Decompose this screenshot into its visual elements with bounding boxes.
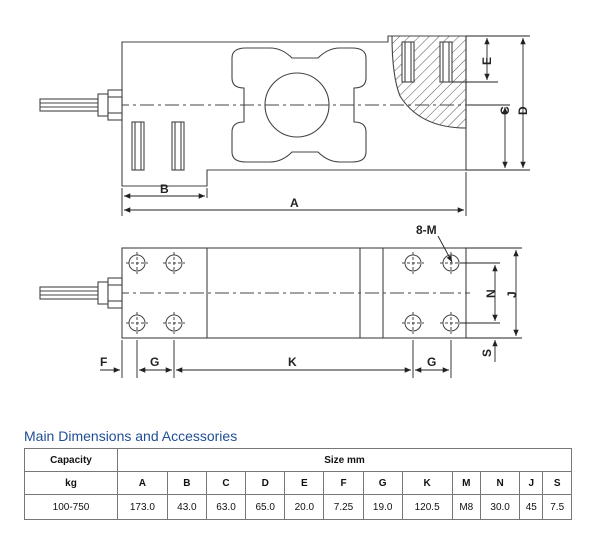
side-view — [39, 35, 470, 187]
cell-c: 63.0 — [205, 494, 247, 520]
column-header-b: B — [166, 471, 207, 495]
hole-centerline — [163, 312, 185, 334]
cell-e: 20.0 — [284, 494, 325, 520]
column-header-e: E — [284, 471, 325, 495]
dim-label-k: K — [288, 355, 297, 369]
hole-centerline — [126, 312, 148, 334]
hole-centerline — [126, 252, 148, 274]
dim-label-b: B — [160, 182, 169, 196]
column-header-f: F — [323, 471, 364, 495]
dim-label-c: C — [498, 106, 512, 115]
cell-n: 30.0 — [480, 494, 521, 520]
dim-label-d: D — [516, 106, 530, 115]
dim-label-a: A — [290, 196, 299, 210]
dim-label-g-left: G — [150, 355, 159, 369]
cell-m: M8 — [451, 494, 482, 520]
dim-label-m: 8-M — [416, 223, 437, 237]
column-header-c: C — [205, 471, 247, 495]
hole-centerline — [402, 252, 424, 274]
dim-label-j: J — [505, 291, 519, 298]
top-dimensions — [100, 235, 522, 378]
column-header-j: J — [519, 471, 544, 495]
cell-g: 19.0 — [362, 494, 403, 520]
capacity-header: Capacity — [24, 448, 118, 472]
column-header-k: K — [401, 471, 453, 495]
column-header-s: S — [542, 471, 572, 495]
dim-label-s: S — [480, 349, 494, 357]
column-header-a: A — [117, 471, 168, 495]
side-dimensions — [121, 35, 530, 216]
capacity-value: 100-750 — [24, 494, 118, 520]
cell-j: 45 — [519, 494, 544, 520]
hole-centerline — [402, 312, 424, 334]
column-header-g: G — [362, 471, 403, 495]
column-header-n: N — [480, 471, 521, 495]
hole-centerline — [440, 252, 462, 274]
dim-label-g-right: G — [427, 355, 436, 369]
cell-s: 7.5 — [542, 494, 572, 520]
unit-header: kg — [24, 471, 118, 495]
dim-label-e: E — [480, 57, 494, 65]
cell-d: 65.0 — [245, 494, 286, 520]
column-header-m: M — [451, 471, 482, 495]
hole-centerline — [163, 252, 185, 274]
column-header-d: D — [245, 471, 286, 495]
cell-b: 43.0 — [166, 494, 207, 520]
dim-label-n: N — [484, 289, 498, 298]
technical-drawing: B A E C D F G — [39, 35, 530, 378]
cell-f: 7.25 — [323, 494, 364, 520]
dim-label-f: F — [100, 355, 107, 369]
mounting-holes — [126, 252, 462, 334]
size-header: Size mm — [117, 448, 572, 472]
hole-centerline — [440, 312, 462, 334]
cell-k: 120.5 — [401, 494, 453, 520]
cell-a: 173.0 — [117, 494, 168, 520]
section-title: Main Dimensions and Accessories — [24, 428, 238, 444]
